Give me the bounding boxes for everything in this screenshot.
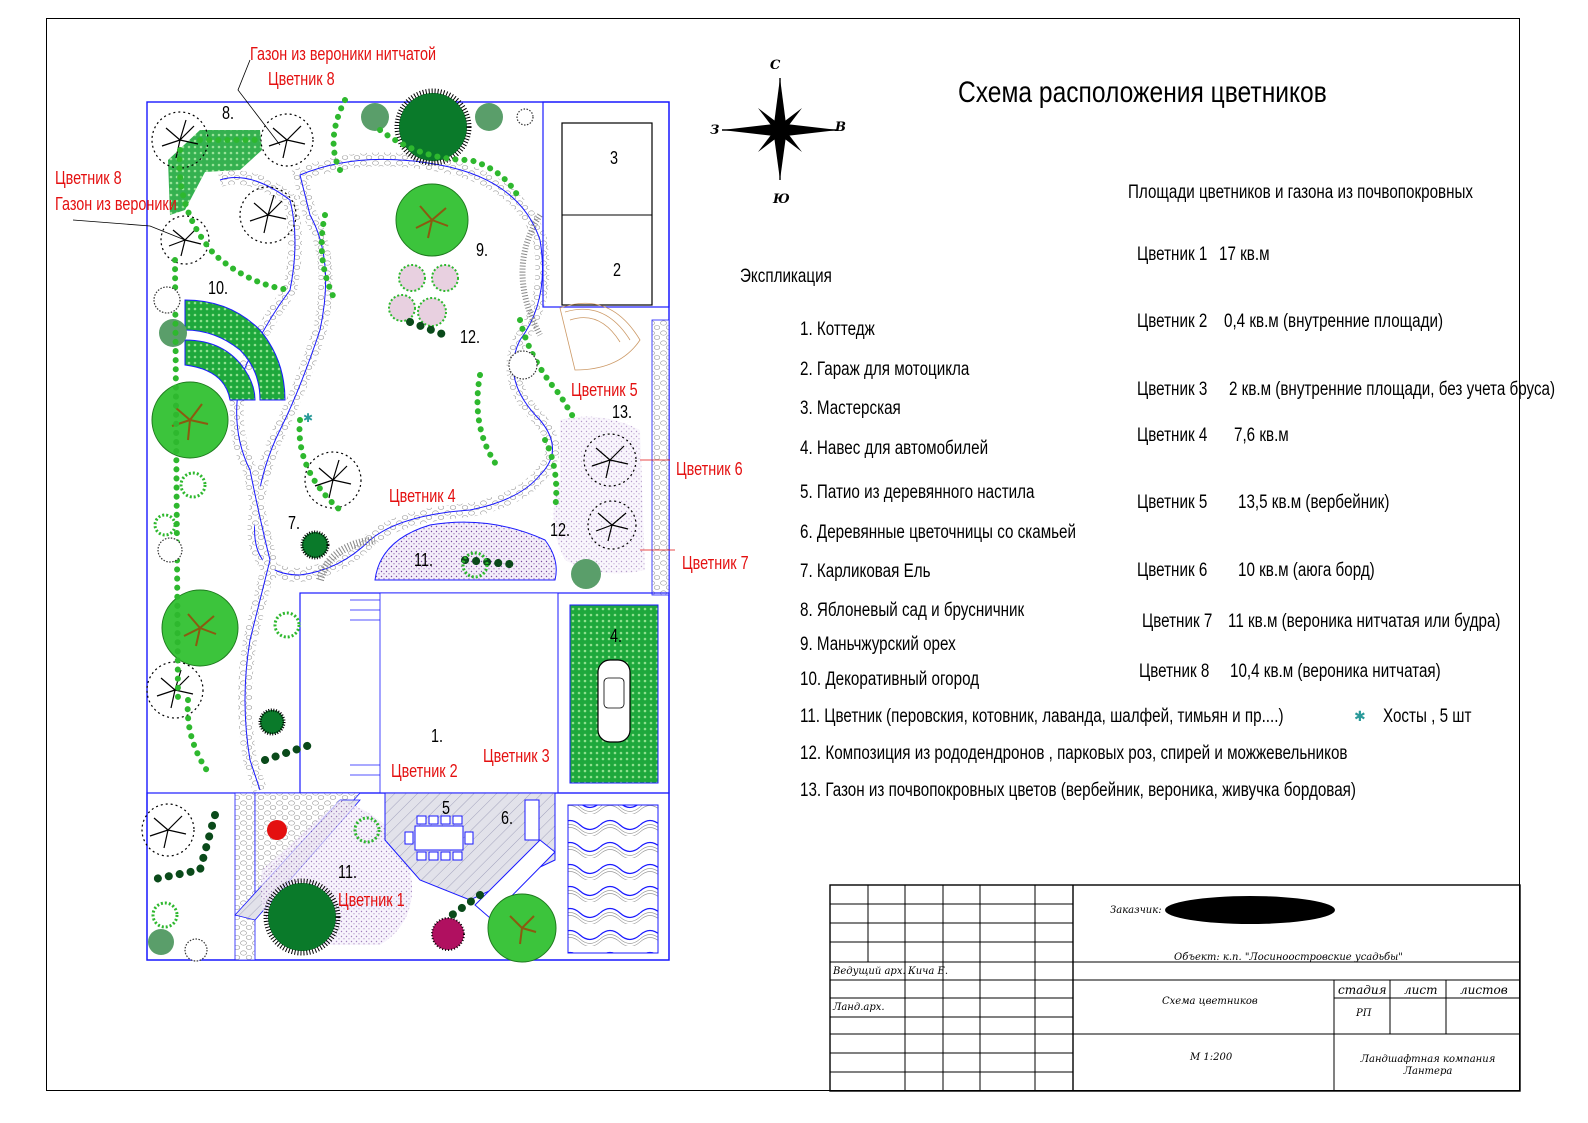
- stamp-stage: РП: [1356, 1008, 1372, 1019]
- areas-title: Площади цветников и газона из почвопокро…: [1128, 182, 1474, 203]
- label-left-bed: Цветник 8: [55, 168, 122, 188]
- explication-item: 3. Мастерская: [800, 398, 901, 419]
- stamp-land-arch: Ланд.арх.: [833, 1002, 885, 1013]
- explication-item: 6. Деревянные цветочницы со скамьей: [800, 522, 1077, 543]
- area-name: Цветник 6: [1137, 560, 1208, 581]
- plan-number: 13.: [612, 402, 633, 422]
- plan-number: 6.: [501, 808, 514, 828]
- label-bed-1: Цветник 1: [338, 890, 405, 910]
- title-block: [829, 884, 1521, 1092]
- explication-item: 4. Навес для автомобилей: [800, 438, 989, 459]
- plan-number: 11.: [338, 862, 357, 882]
- stamp-stage-header: стадия: [1338, 983, 1387, 997]
- compass-south: Ю: [773, 192, 790, 207]
- hosts-legend: Хосты , 5 шт: [1383, 706, 1472, 727]
- compass-rose: [722, 78, 838, 180]
- plan-number: 4.: [610, 626, 623, 646]
- compass-north: С: [770, 58, 781, 73]
- area-name: Цветник 4: [1137, 425, 1208, 446]
- plan-number: 8.: [222, 103, 235, 123]
- explication-item: 13. Газон из почвопокровных цветов (верб…: [800, 780, 1356, 801]
- explication-item: 1. Коттедж: [800, 319, 875, 340]
- explication-item: 12. Композиция из рододендронов , парков…: [800, 743, 1348, 764]
- label-left-lawn: Газон из вероники: [55, 194, 177, 214]
- explication-item: 9. Маньчжурский орех: [800, 634, 956, 655]
- plan-number: 9.: [476, 240, 489, 260]
- stamp-company: Ландшафтная компания Лантера: [1360, 1054, 1496, 1077]
- label-bed-3: Цветник 3: [483, 746, 550, 766]
- label-top-lawn: Газон из вероники нитчатой: [250, 44, 437, 64]
- area-value: 0,4 кв.м (внутренние площади): [1224, 311, 1444, 332]
- page-title: Схема расположения цветников: [958, 76, 1327, 109]
- drawing-frame: [46, 18, 1520, 1091]
- stamp-sheet-header: лист: [1404, 983, 1438, 997]
- stamp-sheet-name: Схема цветников: [1162, 996, 1258, 1007]
- stamp-customer: Заказчик:: [1110, 905, 1162, 916]
- label-bed-7: Цветник 7: [682, 553, 749, 573]
- area-value: 2 кв.м (внутренние площади, без учета бр…: [1229, 379, 1556, 400]
- plan-number: 2: [613, 260, 622, 280]
- label-top-bed: Цветник 8: [268, 69, 335, 89]
- explication-item: 11. Цветник (перовския, котовник, лаванд…: [800, 706, 1284, 727]
- label-bed-2: Цветник 2: [391, 761, 458, 781]
- plan-number: 3: [610, 148, 619, 168]
- area-name: Цветник 7: [1142, 611, 1213, 632]
- plan-number: 1.: [431, 726, 444, 746]
- stamp-lead-name: Кича Е.: [908, 966, 949, 977]
- area-value: 10 кв.м (аюга борд): [1238, 560, 1375, 581]
- plan-number: 12.: [460, 327, 481, 347]
- stamp-object: Объект: к.п. "Лосиноостровские усадьбы": [1174, 952, 1403, 963]
- area-value: 11 кв.м (вероника нитчатая или будра): [1228, 611, 1501, 632]
- plan-number: 12.: [550, 520, 571, 540]
- explication-title: Экспликация: [740, 266, 832, 287]
- compass-east: В: [835, 120, 846, 135]
- stamp-lead: Ведущий арх.: [833, 966, 906, 977]
- explication-item: 5. Патио из деревянного настила: [800, 482, 1035, 503]
- plan-number: 10.: [208, 278, 229, 298]
- label-bed-6: Цветник 6: [676, 459, 743, 479]
- explication-item: 8. Яблоневый сад и брусничник: [800, 600, 1025, 621]
- label-bed-5: Цветник 5: [571, 380, 638, 400]
- svg-text:✱: ✱: [303, 411, 313, 425]
- area-name: Цветник 5: [1137, 492, 1208, 513]
- area-name: Цветник 1: [1137, 244, 1208, 265]
- redaction-mark: [1165, 896, 1335, 924]
- stamp-sheets-header: листов: [1460, 983, 1508, 997]
- area-value: 7,6 кв.м: [1234, 425, 1289, 446]
- label-bed-4: Цветник 4: [389, 486, 456, 506]
- plan-number: 7.: [288, 513, 301, 533]
- stamp-scale: М 1:200: [1190, 1052, 1233, 1063]
- area-value: 17 кв.м: [1219, 244, 1270, 265]
- explication-item: 2. Гараж для мотоцикла: [800, 359, 970, 380]
- compass-west: З: [710, 123, 720, 138]
- area-value: 10,4 кв.м (вероника нитчатая): [1230, 661, 1441, 682]
- plan-number: 5: [442, 798, 451, 818]
- area-name: Цветник 2: [1137, 311, 1208, 332]
- hosta-icon: ✱: [1354, 708, 1366, 724]
- area-name: Цветник 3: [1137, 379, 1208, 400]
- plan-number: 11.: [414, 550, 433, 570]
- area-name: Цветник 8: [1139, 661, 1210, 682]
- area-value: 13,5 кв.м (вербейник): [1238, 492, 1390, 513]
- explication-item: 10. Декоративный огород: [800, 669, 980, 690]
- explication-item: 7. Карликовая Ель: [800, 561, 931, 582]
